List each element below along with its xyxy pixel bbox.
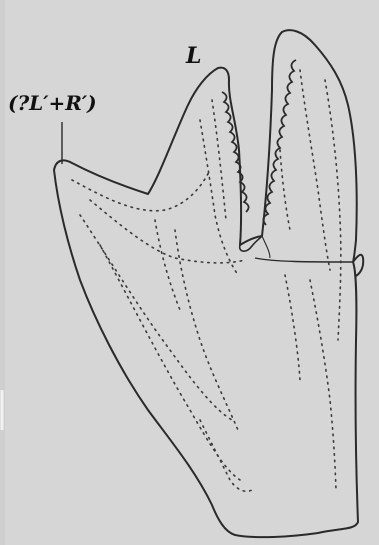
basal-step — [255, 258, 352, 262]
cusp-label-l-prime-r-prime: (?L′+R′) — [8, 93, 97, 113]
inner-basal-line — [262, 236, 270, 258]
left-margin-strip — [0, 0, 5, 545]
cusp-label-l: L — [186, 45, 201, 67]
denticles-right-cusp — [263, 60, 296, 225]
stipple-lines — [72, 70, 341, 491]
element-outline — [54, 30, 358, 537]
denticles-left-cusp — [222, 92, 249, 212]
